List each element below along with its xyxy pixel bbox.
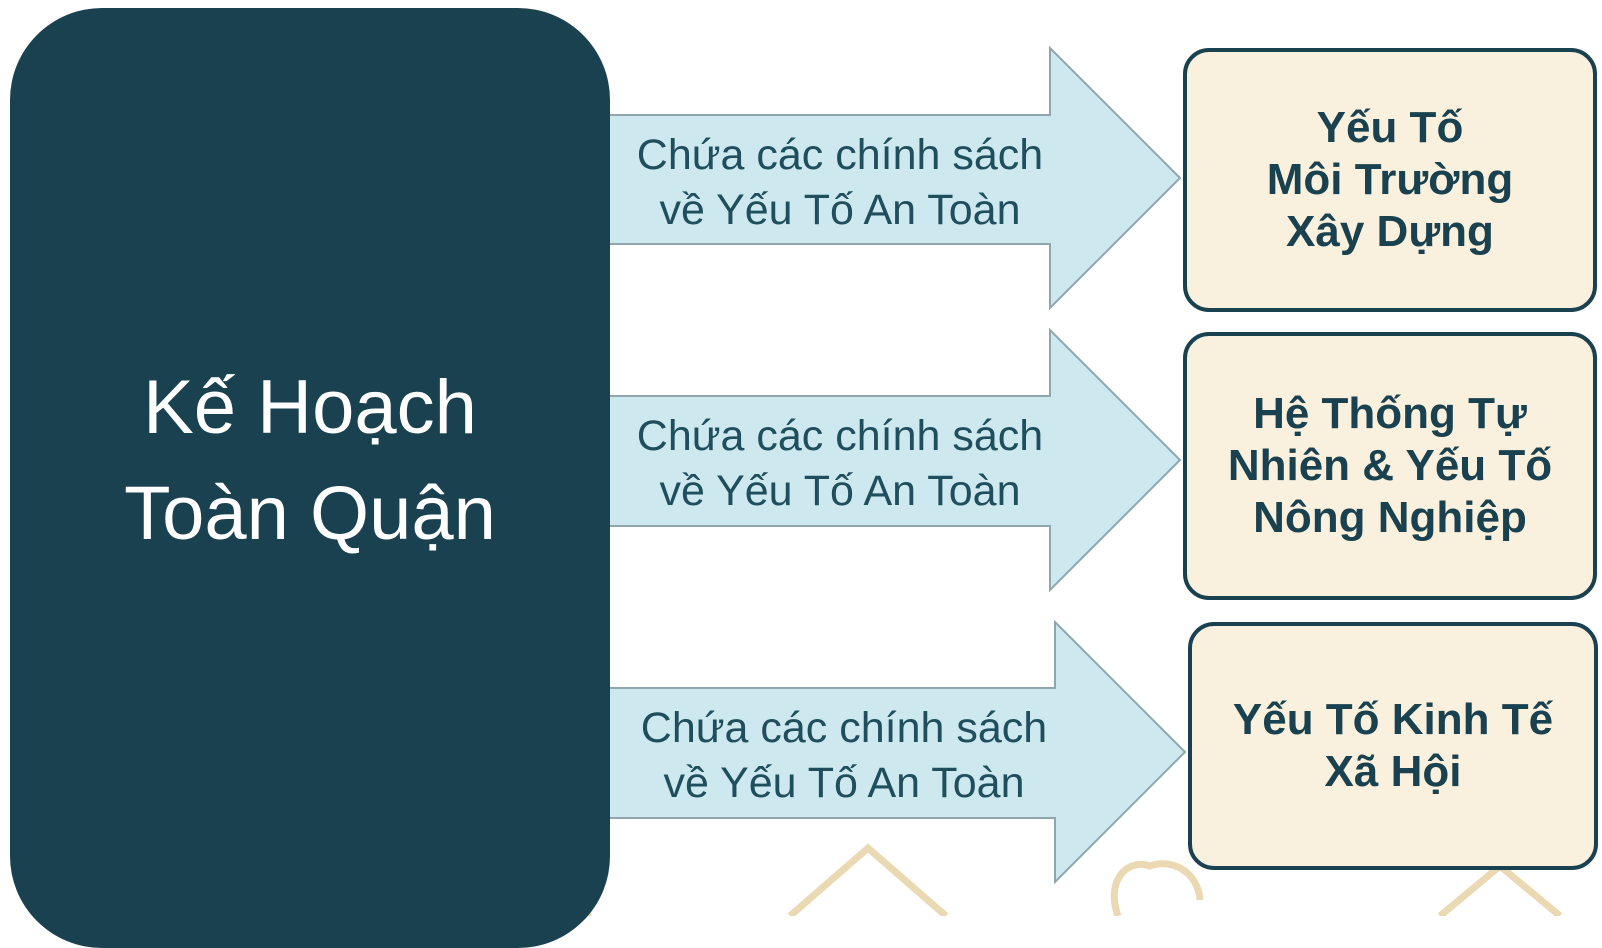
target-text-2: Hệ Thống Tự Nhiên & Yếu Tố Nông Nghiệp [1228,388,1552,544]
arrow-label-1-line-1: Chứa các chính sách [636,131,1044,179]
target-2-line-2: Nhiên & Yếu Tố [1227,441,1553,490]
arrow-label-1-line-2: về Yếu Tố An Toàn [659,186,1021,234]
arrow-label-3-line-1: Chứa các chính sách [640,704,1048,752]
target-1-line-1: Yếu Tố [1316,103,1464,152]
target-text-3: Yếu Tố Kinh Tế Xã Hội [1233,694,1553,798]
target-box-socioeconomic: Yếu Tố Kinh Tế Xã Hội [1188,622,1598,870]
target-1-line-2: Môi Trường [1266,155,1514,204]
arrow-label-3: Chứa các chính sách về Yếu Tố An Toàn [609,701,1079,811]
arrow-shape-2 [599,327,1182,593]
target-text-1: Yếu Tố Môi Trường Xây Dựng [1267,102,1513,258]
main-title-line-1: Kế Hoạch [143,365,477,450]
arrow-label-2: Chứa các chính sách về Yếu Tố An Toàn [605,409,1075,519]
arrow-label-2-line-2: về Yếu Tố An Toàn [659,467,1021,515]
main-plan-box [10,8,610,948]
arrow-label-2-line-1: Chứa các chính sách [636,412,1044,460]
arrow-label-1: Chứa các chính sách về Yếu Tố An Toàn [605,128,1075,238]
target-box-natural-systems: Hệ Thống Tự Nhiên & Yếu Tố Nông Nghiệp [1183,332,1597,600]
arrows-layer [599,45,1187,885]
target-1-line-3: Xây Dựng [1286,207,1494,256]
target-2-line-3: Nông Nghiệp [1253,493,1527,542]
target-3-line-1: Yếu Tố Kinh Tế [1232,695,1554,744]
arrow-shape-1 [599,45,1182,311]
main-plan-title: Kế Hoạch Toàn Quận [10,355,610,567]
arrow-shape-3 [599,619,1187,885]
arrow-label-3-line-2: về Yếu Tố An Toàn [663,759,1025,807]
main-title-line-2: Toàn Quận [124,471,496,556]
target-3-line-2: Xã Hội [1324,747,1462,796]
target-box-built-environment: Yếu Tố Môi Trường Xây Dựng [1183,48,1597,312]
target-2-line-1: Hệ Thống Tự [1253,389,1527,438]
